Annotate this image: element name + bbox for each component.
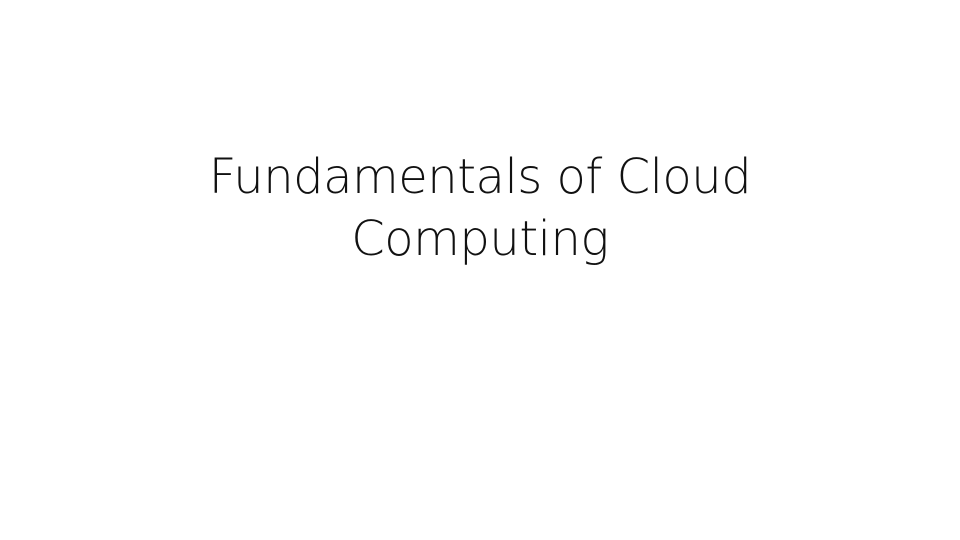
slide-title: Fundamentals of Cloud Computing [208, 146, 752, 270]
title-placeholder[interactable]: Fundamentals of Cloud Computing [120, 138, 840, 278]
slide-title-line-2: Computing [351, 211, 609, 267]
slide-title-line-1: Fundamentals of Cloud [208, 149, 752, 205]
